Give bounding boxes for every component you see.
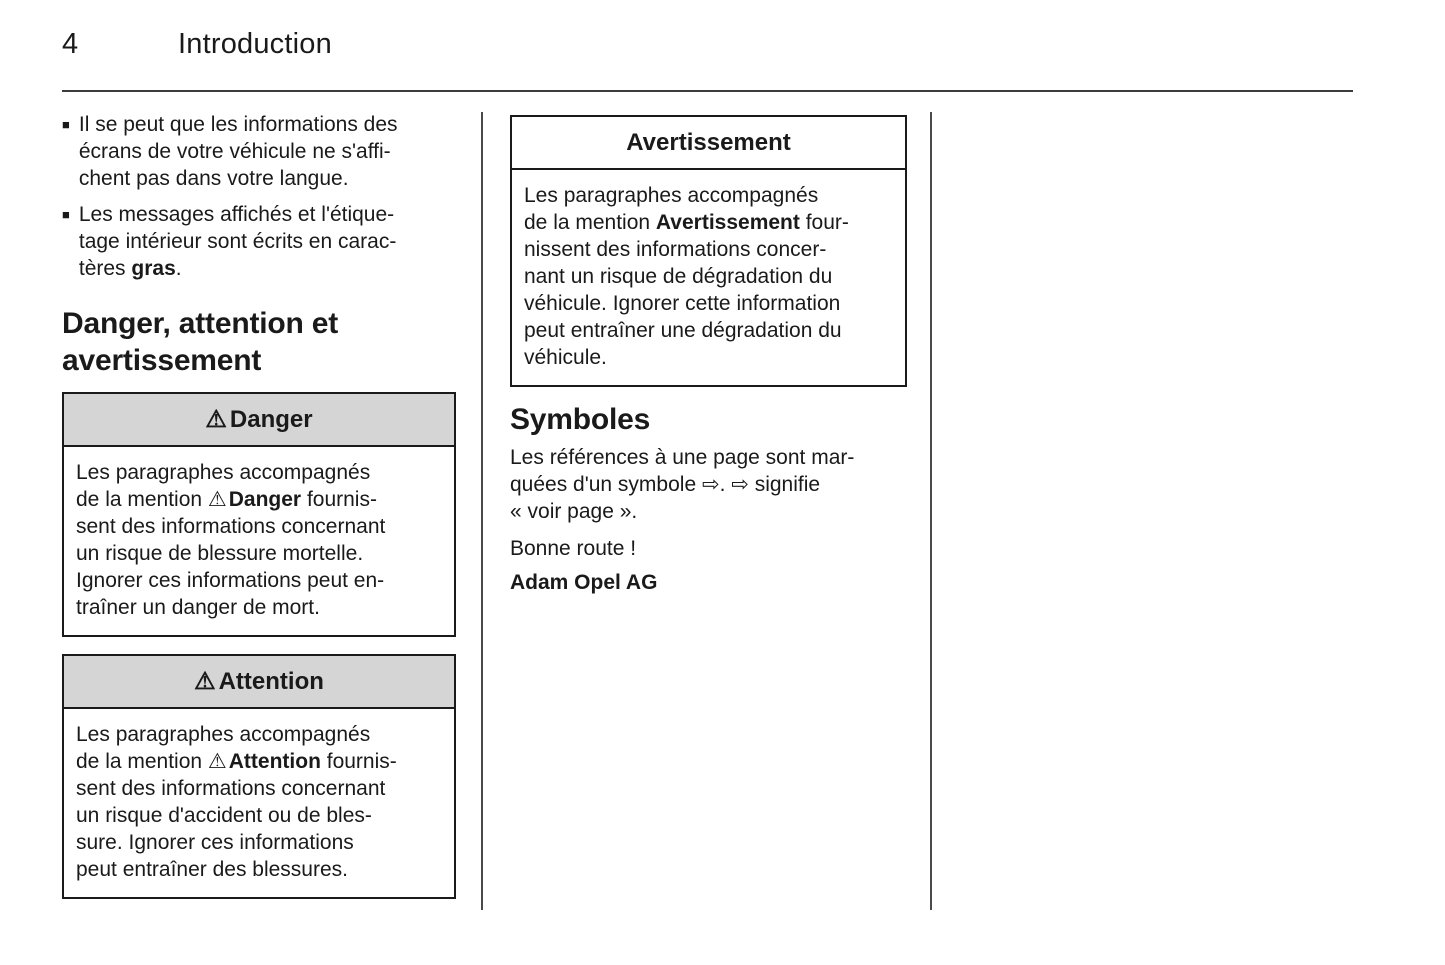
body-text-part: fournis- sent des informations concernan…: [76, 488, 386, 619]
list-item-text: Les messages affichés et l'étique- tage …: [79, 201, 396, 282]
paragraph-text-part: Les références à une page sont mar- quée…: [510, 446, 855, 496]
bold-word: Avertissement: [655, 211, 800, 234]
avertissement-box-header: Avertissement: [512, 117, 905, 170]
column-left: ■ Il se peut que les informations des écr…: [62, 111, 456, 899]
paragraph-text-part: signifie « voir page ».: [510, 473, 821, 523]
attention-box-body: Les paragraphes accompagnés de la mentio…: [64, 709, 454, 897]
section-heading: Danger, attention et avertissement: [62, 307, 339, 377]
danger-box: ⚠Danger Les paragraphes accompagnés de l…: [62, 392, 456, 637]
symbols-paragraph: Les références à une page sont mar- quée…: [510, 444, 907, 525]
closing-line: Bonne route !: [510, 537, 637, 560]
list-item-text-part: Les messages affichés et l'étique- tage …: [78, 203, 397, 280]
avertissement-box-body: Les paragraphes accompagnés de la mentio…: [512, 170, 905, 385]
avertissement-box: Avertissement Les paragraphes accompagné…: [510, 115, 907, 387]
warning-triangle-icon: ⚠: [207, 750, 227, 773]
bold-word: Danger: [228, 488, 302, 511]
attention-box-header: ⚠Attention: [64, 656, 454, 709]
body-text-part: four- nissent des informations concer- n…: [524, 211, 849, 369]
warning-triangle-icon: ⚠: [205, 406, 227, 433]
list-item-text: Il se peut que les informations des écra…: [78, 113, 398, 190]
bold-word: Attention: [228, 750, 321, 773]
list-item: ■ Il se peut que les informations des écr…: [62, 111, 456, 192]
bullet-square-icon: ■: [62, 207, 70, 222]
header-rule: [62, 90, 1353, 92]
warning-triangle-icon: ⚠: [207, 488, 227, 511]
bold-word: gras: [131, 257, 176, 280]
list-item: ■ Les messages affichés et l'étique- tage…: [62, 201, 456, 282]
avertissement-box-header-label: Avertissement: [626, 129, 791, 156]
danger-box-body: Les paragraphes accompagnés de la mentio…: [64, 447, 454, 635]
body-text-part: Les paragraphes accompagnés de la mentio…: [76, 461, 371, 511]
body-text-part: Les paragraphes accompagnés de la mentio…: [524, 184, 819, 234]
signature-line: Adam Opel AG: [510, 571, 658, 594]
paragraph-text-part: .: [719, 473, 732, 496]
column-middle: Avertissement Les paragraphes accompagné…: [510, 111, 907, 596]
column-divider: [930, 112, 932, 910]
body-text-part: fournis- sent des informations concernan…: [76, 750, 397, 881]
symbols-heading: Symboles: [510, 403, 651, 436]
page-number: 4: [62, 28, 79, 60]
body-text-part: Les paragraphes accompagnés de la mentio…: [76, 723, 371, 773]
warning-triangle-icon: ⚠: [194, 668, 216, 695]
page-title: Introduction: [178, 28, 332, 60]
danger-box-header: ⚠Danger: [64, 394, 454, 447]
column-divider: [481, 112, 483, 910]
page-reference-arrow-icon: ⇨: [701, 473, 720, 496]
bullet-square-icon: ■: [62, 117, 70, 132]
attention-box: ⚠Attention Les paragraphes accompagnés d…: [62, 654, 456, 899]
list-item-text-part: .: [175, 257, 182, 280]
attention-box-header-label: Attention: [218, 668, 324, 695]
danger-box-header-label: Danger: [229, 406, 313, 433]
page-reference-arrow-icon: ⇨: [731, 473, 749, 496]
